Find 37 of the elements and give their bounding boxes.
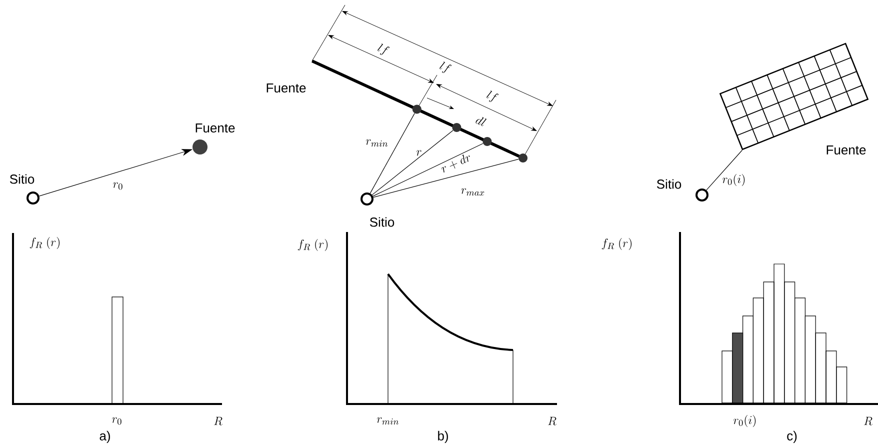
node-label: Fuente — [826, 145, 866, 155]
point-dot — [482, 137, 492, 146]
connector-line — [372, 130, 454, 196]
axis-label: $R$ — [214, 416, 222, 426]
point-dot — [518, 154, 528, 162]
dimension-label: $lf$ — [486, 90, 498, 102]
connector-line — [372, 143, 484, 196]
point-dot — [452, 123, 462, 132]
node-label: Fuente — [196, 123, 235, 133]
axis-label: $f_{R}\;(r)$ — [30, 236, 60, 249]
edge-label: $r$ — [416, 150, 422, 156]
panel-label: b) — [438, 430, 448, 444]
edge-label: $r_{max}$ — [461, 188, 484, 196]
axis-label: $R$ — [548, 416, 556, 426]
tick-label: $r_{0}(i)$ — [734, 414, 756, 427]
tick-label: $r_{min}$ — [377, 417, 399, 425]
panel-label: c) — [787, 430, 797, 444]
tick-label: $r_{0}$ — [112, 417, 122, 425]
edge-label: $r+dr$ — [442, 154, 470, 172]
edge-label: $r_{0}(i)$ — [722, 174, 745, 186]
axis-label: $R$ — [864, 416, 872, 426]
connector-line — [373, 158, 519, 198]
connector-line — [370, 113, 415, 194]
node-label: Fuente — [266, 83, 306, 93]
node-label: Sitio — [656, 179, 682, 189]
node-label: Sitio — [10, 174, 34, 184]
panel-label: a) — [100, 430, 110, 444]
axis-label: $f_{R}\;(r)$ — [298, 238, 328, 251]
edge-label: $r_{min}$ — [366, 139, 388, 147]
point-dot — [412, 104, 422, 114]
dimension-label: $lf$ — [378, 44, 390, 55]
node-label: Sitio — [370, 217, 394, 227]
dimension-label: $dl$ — [476, 117, 487, 126]
edge-label: $r_{0}$ — [113, 182, 122, 190]
axis-label: $f_{R}\;(r)$ — [602, 238, 632, 250]
connector-line — [706, 150, 742, 190]
dimension-label: $lf$ — [440, 62, 452, 73]
